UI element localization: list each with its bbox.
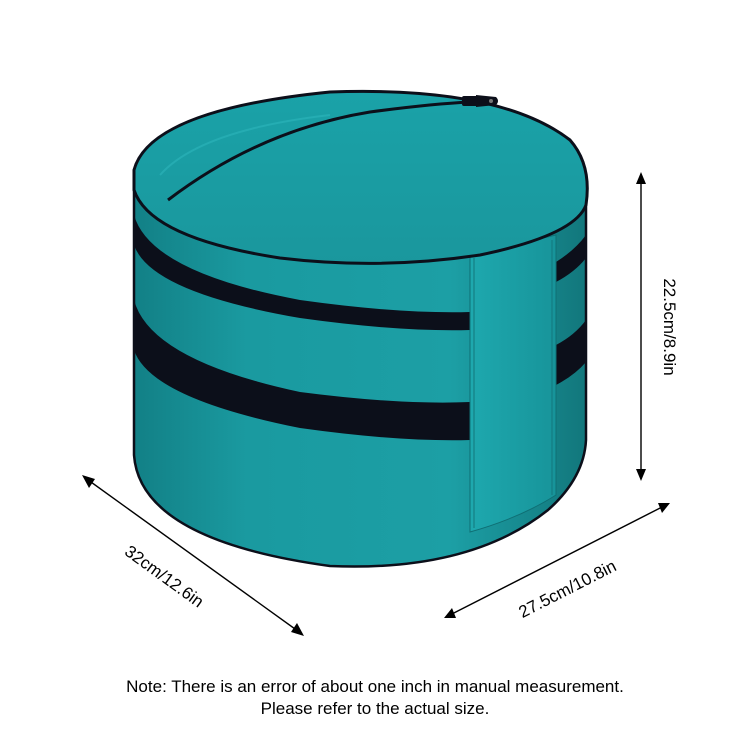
depth-label: 32cm/12.6in — [121, 542, 207, 612]
zipper-band-upper — [134, 215, 470, 331]
strap-band-lower — [134, 300, 470, 441]
note-line-2: Please refer to the actual size. — [260, 699, 490, 718]
note-line-1: Note: There is an error of about one inc… — [126, 677, 624, 696]
storage-bag — [132, 89, 589, 568]
handle-strap — [469, 234, 557, 533]
measurement-note: Note: There is an error of about one inc… — [0, 676, 750, 720]
zipper-band-upper-right — [556, 235, 586, 282]
lid-zipper — [167, 100, 471, 202]
height-label: 22.5cm/8.9in — [660, 278, 679, 375]
zipper-pull-icon — [462, 95, 498, 107]
bag-lid — [132, 89, 589, 265]
height-dimension: 22.5cm/8.9in — [636, 172, 679, 481]
width-label: 27.5cm/10.8in — [516, 556, 620, 621]
strap-band-lower-right — [556, 320, 586, 385]
